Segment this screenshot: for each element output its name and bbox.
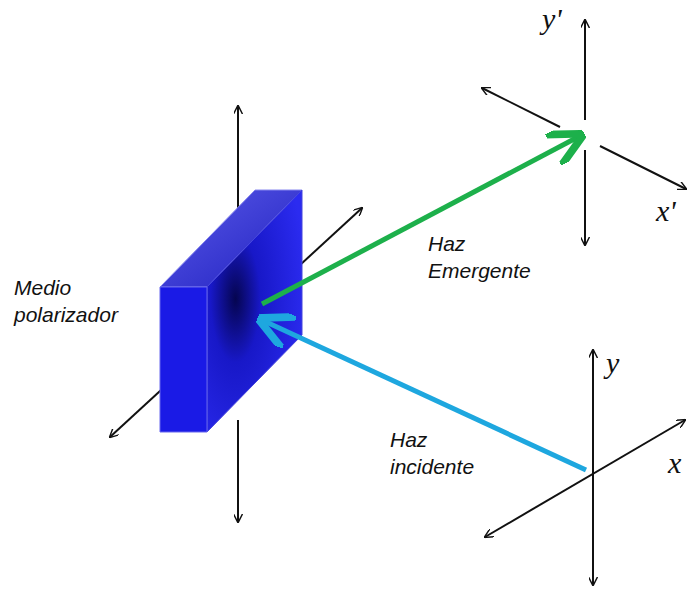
beam-label: Haz incidente xyxy=(390,426,474,481)
axis-label: y' xyxy=(542,4,562,34)
axis-label: x xyxy=(668,448,681,478)
beam-label: Haz Emergente xyxy=(428,230,531,285)
axis-label: y xyxy=(606,348,619,378)
axis-label: x' xyxy=(656,196,676,226)
polarizer-label: Medio polarizador xyxy=(14,274,118,329)
